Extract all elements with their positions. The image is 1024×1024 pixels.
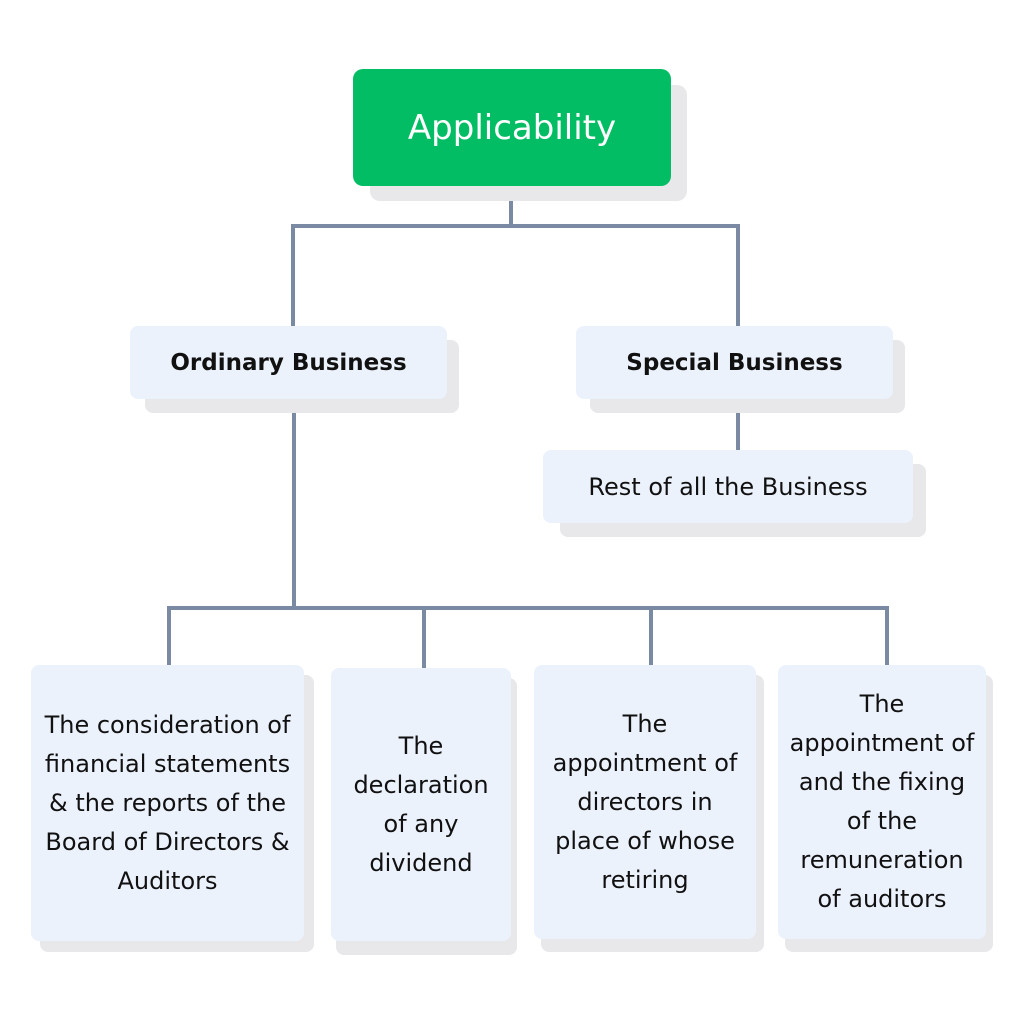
ordinary-business-node: Ordinary Business — [130, 326, 447, 399]
root-label: Applicability — [407, 107, 617, 148]
connector-level1-bar — [291, 224, 740, 228]
connector-to-leaf-1 — [167, 606, 171, 666]
connector-ordinary-stem — [292, 398, 296, 610]
rest-of-business-node: Rest of all the Business — [543, 450, 913, 523]
leaf-auditors-label: The appointment of and the fixing of the… — [789, 690, 975, 913]
ordinary-business-label: Ordinary Business — [170, 349, 407, 376]
leaf-appoint-directors: The appointment of directors in place of… — [534, 665, 756, 939]
connector-special-to-rest — [736, 398, 740, 452]
leaf-appoint-directors-label: The appointment of directors in place of… — [552, 709, 738, 894]
root-node: Applicability — [353, 69, 671, 186]
connector-to-special — [736, 224, 740, 328]
leaf-dividend: The declaration of any dividend — [331, 668, 511, 941]
leaf-financial-statements-label: The consideration of financial statement… — [44, 710, 291, 895]
connector-root-stem — [509, 184, 513, 228]
connector-to-ordinary — [291, 224, 295, 328]
special-business-label: Special Business — [626, 349, 843, 376]
connector-to-leaf-3 — [649, 606, 653, 666]
rest-of-business-label: Rest of all the Business — [588, 472, 868, 501]
leaf-financial-statements: The consideration of financial statement… — [31, 665, 304, 941]
leaf-dividend-label: The declaration of any dividend — [353, 731, 489, 877]
connector-to-leaf-2 — [422, 606, 426, 668]
connector-level3-bar — [167, 606, 889, 610]
leaf-auditors: The appointment of and the fixing of the… — [778, 665, 986, 939]
special-business-node: Special Business — [576, 326, 893, 399]
connector-to-leaf-4 — [885, 606, 889, 666]
